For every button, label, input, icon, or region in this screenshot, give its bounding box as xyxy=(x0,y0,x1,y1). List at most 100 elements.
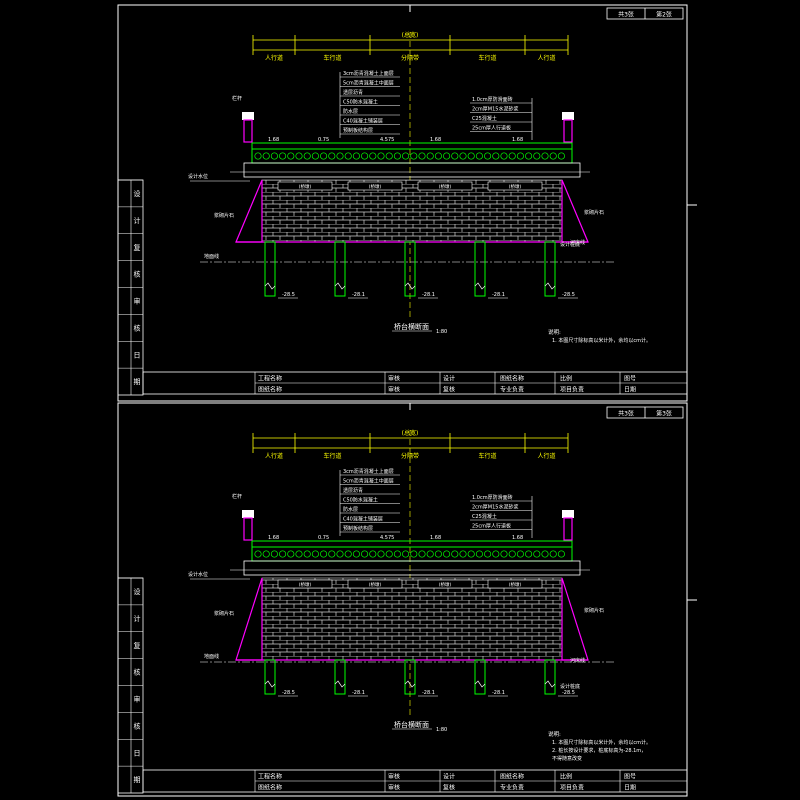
notes-title: 说明: xyxy=(548,328,561,336)
title-block-cell: 审核 xyxy=(388,773,400,781)
railing-post xyxy=(243,119,253,143)
title-block-cell: 比例 xyxy=(560,773,572,781)
side-strip-label: 日 xyxy=(134,749,141,757)
layer-callout-left: 3cm沥青混凝土上面层5cm沥青混凝土中面层透层沥青C50防水混凝土防水层C40… xyxy=(339,468,400,536)
hollow-core xyxy=(516,152,524,160)
side-strip-label: 核 xyxy=(134,668,141,677)
hollow-core xyxy=(525,550,533,558)
pile-shaft xyxy=(264,659,276,695)
hollow-core xyxy=(344,550,352,558)
pile-depth-label: -28.5 xyxy=(282,690,295,696)
side-strip-label: 期 xyxy=(134,776,141,784)
hollow-core xyxy=(377,550,385,558)
layer-label: 25cm厚人行道板 xyxy=(472,523,511,530)
elevation-label: 1.68 xyxy=(268,137,279,143)
hollow-core xyxy=(311,152,319,160)
title-block-cell: 审核 xyxy=(388,375,400,383)
pile-shaft xyxy=(404,659,416,695)
pile-break-mark xyxy=(404,282,416,290)
pile-break-mark xyxy=(474,680,486,688)
pile-break-mark xyxy=(544,282,556,290)
hollow-core xyxy=(549,152,557,160)
title-block-cell: 项目负责 xyxy=(560,386,584,394)
hollow-core xyxy=(328,550,336,558)
hollow-core xyxy=(467,550,475,558)
hollow-core xyxy=(541,550,549,558)
hollow-core xyxy=(287,550,295,558)
pier-label: (桥墩) xyxy=(299,183,312,190)
hollow-core xyxy=(492,550,500,558)
pile-shaft xyxy=(544,659,556,695)
riverbed-label: 河床线 xyxy=(570,657,585,664)
layer-label: C40混凝土铺装层 xyxy=(343,516,383,523)
pile-shaft xyxy=(264,241,276,297)
water-level-label: 设计水位 xyxy=(188,571,208,578)
hollow-core xyxy=(393,152,401,160)
section-title: 桥台横断面 xyxy=(394,720,429,729)
deck-slab xyxy=(251,148,573,164)
hollow-core xyxy=(352,550,360,558)
pier-label: (桥墩) xyxy=(509,581,522,588)
title-block-cell: 图纸名称 xyxy=(500,375,524,383)
elevation-label: 1.68 xyxy=(430,137,441,143)
hollow-core xyxy=(508,550,516,558)
layer-label: 3cm沥青混凝土上面层 xyxy=(343,70,394,77)
layer-label: 5cm沥青混凝土中面层 xyxy=(343,478,394,485)
railing-post xyxy=(243,517,253,541)
hollow-core xyxy=(426,550,434,558)
hollow-core xyxy=(443,152,451,160)
railing-label: 栏杆 xyxy=(232,493,242,500)
hollow-core xyxy=(410,152,418,160)
cap-beam xyxy=(243,560,581,576)
hollow-core xyxy=(279,550,287,558)
hollow-core xyxy=(410,550,418,558)
pile-depth-label: -28.1 xyxy=(352,690,365,696)
side-strip-label: 复 xyxy=(134,243,141,252)
hollow-core xyxy=(320,152,328,160)
railing-cap xyxy=(242,510,254,518)
side-strip-label: 设 xyxy=(134,587,141,596)
hollow-core xyxy=(385,152,393,160)
side-strip-label: 计 xyxy=(134,216,141,225)
masonry-note-right: 浆砌片石 xyxy=(584,607,604,614)
layer-label: C50防水混凝土 xyxy=(343,497,378,504)
hollow-core xyxy=(311,550,319,558)
hollow-core xyxy=(557,152,565,160)
pier-label: (桥墩) xyxy=(299,581,312,588)
pile-break-mark xyxy=(264,282,276,290)
hollow-core xyxy=(508,152,516,160)
note-line: 1. 本图尺寸除标高以米计外，余均以cm计。 xyxy=(552,337,651,344)
pile-shaft xyxy=(474,241,486,297)
layer-label: 25cm厚人行道板 xyxy=(472,125,511,132)
pier-label: (桥墩) xyxy=(509,183,522,190)
hollow-core xyxy=(484,550,492,558)
riverbed-label: 河床线 xyxy=(570,239,585,246)
hollow-core xyxy=(287,152,295,160)
note-line: 2. 桩长按设计要求，桩底标高为-28.1m， xyxy=(552,747,646,754)
left-wing-slope xyxy=(235,577,263,661)
segment-width-label: 人行道 xyxy=(537,54,555,62)
right-wing-slope xyxy=(561,577,589,661)
hollow-core xyxy=(402,152,410,160)
segment-width-label: 车行道 xyxy=(323,54,341,62)
title-block-cell: 日期 xyxy=(624,784,636,792)
pier-header xyxy=(417,579,473,589)
deck-slab xyxy=(251,546,573,562)
elevation-label: 4.575 xyxy=(380,535,394,541)
railing-label: 栏杆 xyxy=(232,95,242,102)
layer-label: 防水层 xyxy=(343,108,358,115)
segment-width-label: 人行道 xyxy=(265,452,283,460)
pile-depth-label: -28.1 xyxy=(422,292,435,298)
segment-width-label: 人行道 xyxy=(265,54,283,62)
pier-header xyxy=(347,579,403,589)
hollow-core xyxy=(303,550,311,558)
drawing-area: (总宽)人行道车行道分隔带车行道人行道3cm沥青混凝土上面层5cm沥青混凝土中面… xyxy=(188,31,651,344)
title-block-cell: 项目负责 xyxy=(560,784,584,792)
left-wing-slope xyxy=(235,179,263,243)
title-block-cell: 专业负责 xyxy=(500,386,524,394)
segment-width-label: 车行道 xyxy=(478,452,496,460)
layer-label: 透层沥青 xyxy=(343,487,363,494)
